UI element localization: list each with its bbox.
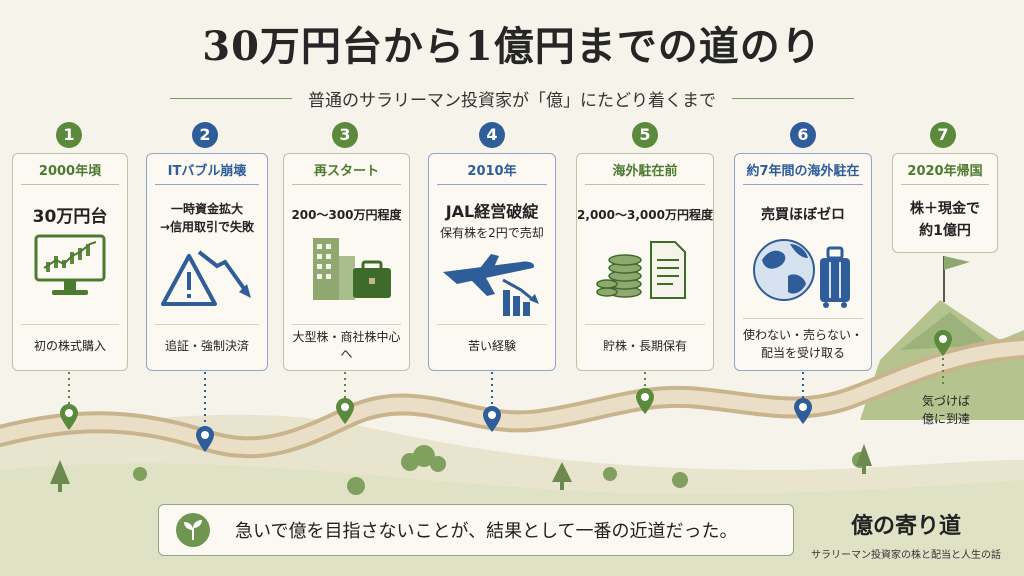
airplane-falling-bars-icon [429, 246, 555, 328]
step-header: 2000年頃 [21, 160, 119, 185]
coins-document-icon [577, 234, 713, 316]
step-number-badge: 7 [930, 122, 956, 148]
step-footer: 使わない・売らない・ 配当を受け取る [743, 318, 863, 369]
step-header: 再スタート [292, 160, 401, 185]
step-note: 保有株を2円で売却 [440, 226, 544, 240]
step-number-badge: 6 [790, 122, 816, 148]
end-note: 気づけば 億に到達 [896, 392, 996, 428]
map-pin-icon [60, 404, 78, 430]
step-card-5: 海外駐在前 2,000〜3,000万円程度 貯株・長期保有 [576, 153, 714, 371]
step-amount: 2,000〜3,000万円程度 [577, 208, 713, 222]
step-footer: 苦い経験 [437, 324, 547, 365]
step-detail-line1: 一時資金拡大 [170, 202, 243, 216]
step-card-2: ITバブル崩壊 一時資金拡大 →信用取引で失敗 追証・強制決済 [146, 153, 268, 371]
step-amount: 30万円台 [32, 207, 108, 227]
end-note-line1: 気づけば [921, 394, 970, 408]
step-footer: 貯株・長期保有 [585, 324, 705, 365]
step-number-badge: 2 [192, 122, 218, 148]
step-amount: 200〜300万円程度 [291, 208, 402, 222]
stock-chart-monitor-icon [13, 234, 127, 316]
step-result-line1: 株＋現金で [910, 201, 980, 217]
map-pin-icon [794, 398, 812, 424]
step-footer-line2: 配当を受け取る [760, 346, 845, 360]
divider [170, 97, 292, 99]
message-banner: 急いで億を目指さないことが、結果として一番の近道だった。 [158, 504, 794, 556]
step-header: 約7年間の海外駐在 [743, 160, 863, 185]
step-header: 2010年 [437, 160, 547, 185]
step-footer-line1: 使わない・売らない・ [743, 328, 864, 342]
step-header: 海外駐在前 [585, 160, 705, 185]
step-result-line2: 約1億円 [919, 223, 971, 239]
end-note-line2: 億に到達 [921, 412, 970, 426]
step-header: 2020年帰国 [901, 160, 989, 185]
step-header: ITバブル崩壊 [155, 160, 259, 185]
step-number-badge: 5 [632, 122, 658, 148]
step-card-3: 再スタート 200〜300万円程度 大型株・商社株中心へ [283, 153, 410, 371]
brand-block: 億の寄り道 サラリーマン投資家の株と配当と人生の話 [806, 508, 1006, 561]
step-number-badge: 3 [332, 122, 358, 148]
step-status: 売買ほぼゼロ [761, 207, 845, 223]
brand-name: 億の寄り道 [850, 513, 961, 539]
step-number-badge: 1 [56, 122, 82, 148]
step-footer: 初の株式購入 [21, 324, 119, 365]
step-footer: 大型株・商社株中心へ [292, 324, 401, 365]
step-card-1: 2000年頃 30万円台 初の株式購入 [12, 153, 128, 371]
globe-suitcase-icon [735, 230, 871, 312]
key-message: 急いで億を目指さないことが、結果として一番の近道だった。 [235, 521, 738, 542]
summit-flag-icon [943, 256, 970, 302]
subtitle: 普通のサラリーマン投資家が「億」にたどり着くまで [308, 90, 716, 111]
warning-falling-arrow-icon [147, 246, 267, 328]
step-card-4: 2010年 JAL経営破綻 保有株を2円で売却 苦い経験 [428, 153, 556, 371]
sprout-icon [176, 513, 210, 547]
office-building-briefcase-icon [284, 234, 409, 316]
map-pin-icon [934, 330, 952, 356]
map-pin-icon [196, 426, 214, 452]
map-pin-icon [636, 388, 654, 414]
step-number-badge: 4 [479, 122, 505, 148]
map-pin-icon [336, 398, 354, 424]
page-title: 30万円台から1億円までの道のり [202, 23, 822, 70]
step-event: JAL経営破綻 [445, 202, 539, 221]
map-pin-icon [483, 406, 501, 432]
step-detail-line2: →信用取引で失敗 [159, 220, 255, 234]
brand-tagline: サラリーマン投資家の株と配当と人生の話 [811, 550, 1001, 561]
step-card-6: 約7年間の海外駐在 売買ほぼゼロ 使わない・売らない・ 配当を受け取る [734, 153, 872, 371]
divider [732, 97, 854, 99]
step-card-7: 2020年帰国 株＋現金で 約1億円 [892, 153, 998, 253]
step-footer: 追証・強制決済 [155, 324, 259, 365]
subtitle-row: 普通のサラリーマン投資家が「億」にたどり着くまで [170, 86, 854, 111]
